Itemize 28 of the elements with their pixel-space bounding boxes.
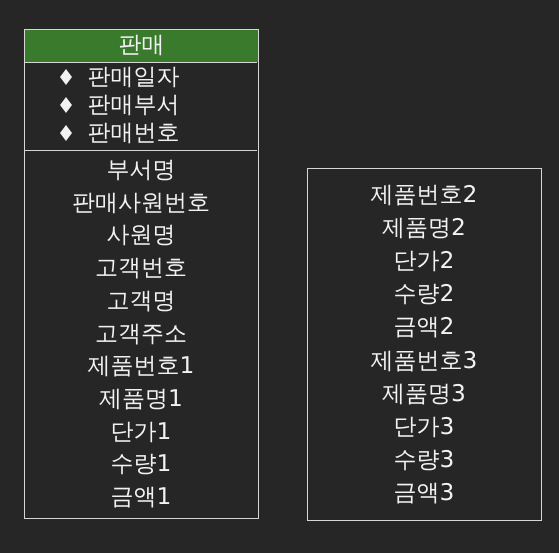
attribute-text: 금액2 [394,313,454,342]
entity-box [24,29,259,519]
key-attribute-text: 판매부서 [88,91,180,119]
attribute-text: 판매사원번호 [72,188,210,217]
attribute-text: 단가2 [394,246,454,275]
attribute-text: 고객번호 [95,254,187,282]
attribute-text: 제품명3 [382,380,466,408]
key-section [25,62,257,150]
key-attribute-text: 판매번호 [88,119,180,147]
entity-header: 판매 [25,30,258,62]
attribute-text: 수량2 [394,280,454,308]
attribute-text: 수량1 [110,450,172,478]
attribute-text: 제품번호2 [370,180,478,208]
attribute-text: 고객명 [106,286,176,315]
attribute-text: 제품명2 [382,214,466,242]
attribute-text: 수량3 [394,446,454,474]
attribute-text: 단가3 [394,412,454,441]
attribute-text: 부서명 [106,156,176,184]
attribute-box [307,168,542,521]
attribute-text: 제품번호3 [370,346,478,374]
attribute-text: 금액3 [394,479,454,508]
attribute-text: 제품번호1 [88,352,194,380]
key-attribute-text: 판매일자 [88,63,180,91]
attribute-text: 금액1 [110,483,172,511]
attribute-text: 사원명 [106,221,176,250]
attribute-text: 고객주소 [95,320,187,348]
attribute-text: 제품명1 [99,384,183,413]
attribute-text: 단가1 [110,418,172,446]
